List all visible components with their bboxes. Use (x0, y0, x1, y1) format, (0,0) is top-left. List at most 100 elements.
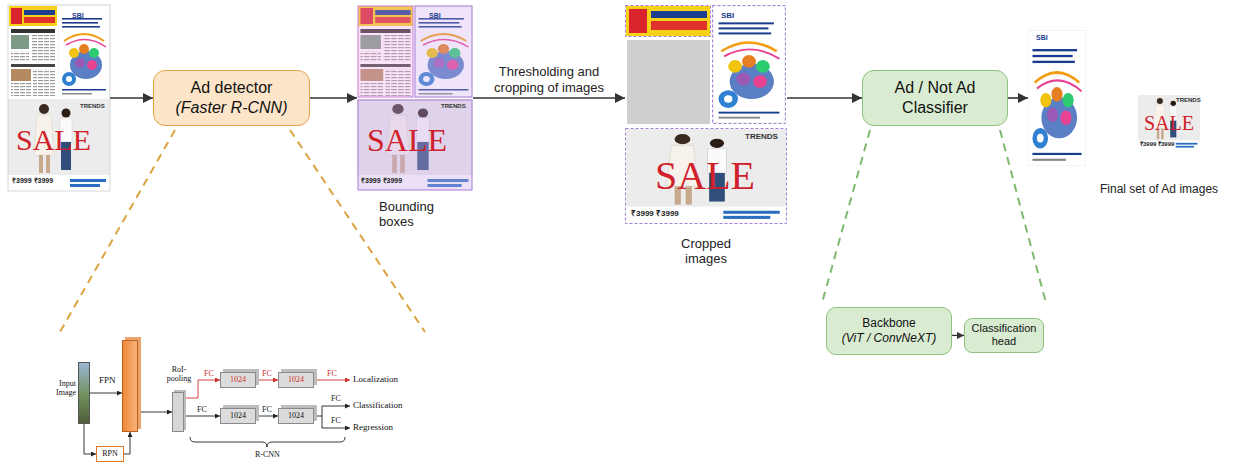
node-text: 1024 (230, 411, 246, 421)
caption: RoI-pooling (164, 365, 194, 383)
node-text: 1024 (230, 375, 246, 385)
cropped-regions (651, 11, 707, 18)
connector (184, 416, 220, 417)
fc-layer: 1024 (278, 372, 314, 388)
connector (310, 97, 357, 99)
cropped-regions (626, 6, 710, 36)
fc-layer: 1024 (278, 408, 314, 424)
process-box: Ad detector(Faster R-CNN) (153, 70, 310, 126)
cropped-regions (629, 9, 647, 33)
final-ads: SBI SALE TRENDS ₹3999 ₹3999Final set of Ad … (1028, 28, 1238, 200)
detected-newspaper (358, 100, 472, 190)
process-box: Ad / Not Ad Classifier (862, 70, 1008, 126)
node-text: (ViT / ConvNeXT) (842, 331, 936, 346)
node-text: Backbone (862, 316, 915, 331)
final-ad-images (1028, 30, 1086, 166)
process-box: Classification head (964, 318, 1044, 353)
roi-pooling: RoI-pooling (172, 392, 184, 432)
ad-text: ₹3999 ₹3999 (1140, 141, 1174, 148)
zoom-leader (290, 130, 425, 332)
edge-label: FC (262, 370, 272, 378)
input-newspaper (58, 5, 110, 98)
part-label: FC (327, 370, 337, 378)
detected-newspaper (415, 6, 472, 97)
final-ad-images (1138, 95, 1200, 150)
ad-text: TRENDS (80, 103, 105, 110)
node-text: (Faster R-CNN) (176, 98, 288, 118)
connector (90, 393, 122, 394)
fc-layer: 1024 (220, 408, 256, 424)
connector (1008, 97, 1028, 99)
ad-text: ₹3999 ₹3999 (12, 177, 53, 185)
bracket (190, 437, 345, 447)
output-arrow (314, 380, 350, 428)
output-arrow (322, 416, 350, 428)
connector (256, 380, 278, 381)
cropped-regions (713, 6, 786, 124)
edge-label: FC (197, 406, 207, 414)
final-ad-images (1028, 30, 1200, 166)
ad-text: TRENDS (745, 132, 778, 141)
node-text: 1024 (288, 411, 304, 421)
input-newspaper (8, 99, 110, 191)
detected-newspaper (358, 6, 413, 97)
node-text: Ad detector (191, 78, 273, 98)
part-label: Classification (353, 401, 403, 410)
connector (138, 412, 172, 413)
input-newspaper (8, 5, 110, 191)
part-label: Localization (353, 375, 398, 384)
zoom-leader (60, 130, 175, 332)
ad-text: SBI (1036, 34, 1048, 42)
connector (787, 97, 862, 99)
detection-output: SBISALETRENDS₹3999 ₹3999Bounding boxes (357, 5, 473, 237)
ad-text: TRENDS (441, 103, 466, 110)
cropped-regions (651, 21, 707, 30)
node-text: RPN (102, 449, 118, 459)
node-text: Ad / Not Ad Classifier (873, 78, 997, 117)
cropped-regions (626, 6, 711, 37)
input-newspaper (8, 5, 110, 191)
ad-text: SALE (367, 122, 447, 159)
ad-text: SALE (655, 153, 755, 199)
connector (952, 335, 964, 336)
edge-label: FC (204, 370, 214, 378)
caption: Cropped images (670, 237, 742, 267)
ad-text: TRENDS (1176, 97, 1201, 104)
detected-newspaper (357, 5, 473, 191)
part-label: Regression (353, 423, 393, 432)
zoom-leader (1000, 130, 1046, 303)
fc-layer: 1024 (220, 372, 256, 388)
cropped-regions (626, 6, 787, 224)
ad-text: ₹3999 ₹3999 (361, 177, 402, 185)
detected-newspaper (414, 5, 473, 98)
connector (84, 424, 96, 454)
ad-text: SBI (72, 12, 84, 20)
cropped-regions (626, 129, 786, 223)
input-newspaper (8, 5, 58, 98)
output-arrow (314, 380, 350, 381)
connector (110, 97, 153, 99)
part-label: R-CNN (255, 451, 280, 459)
ad-text: ₹3999 ₹3999 (631, 209, 679, 218)
rpn-box: RPN (96, 446, 124, 462)
output-arrow (314, 406, 350, 416)
input-image: Input Image (78, 362, 90, 424)
fpn-block: FPN (122, 340, 138, 432)
ad-text: SALE (1144, 112, 1194, 135)
part-label: FC (331, 417, 341, 425)
edge-label: Thresholding and cropping of images (493, 64, 605, 97)
zoom-leader (822, 130, 1046, 303)
zoom-leader (822, 130, 870, 303)
input-page: SBISALETRENDS₹3999 ₹3999 (8, 5, 110, 191)
detected-newspaper (357, 5, 414, 98)
cropped-regions (626, 129, 787, 224)
connector (256, 416, 278, 417)
caption: Final set of Ad images (1100, 183, 1218, 197)
ad-text: SBI (721, 11, 734, 20)
zoom-leader (60, 130, 425, 332)
